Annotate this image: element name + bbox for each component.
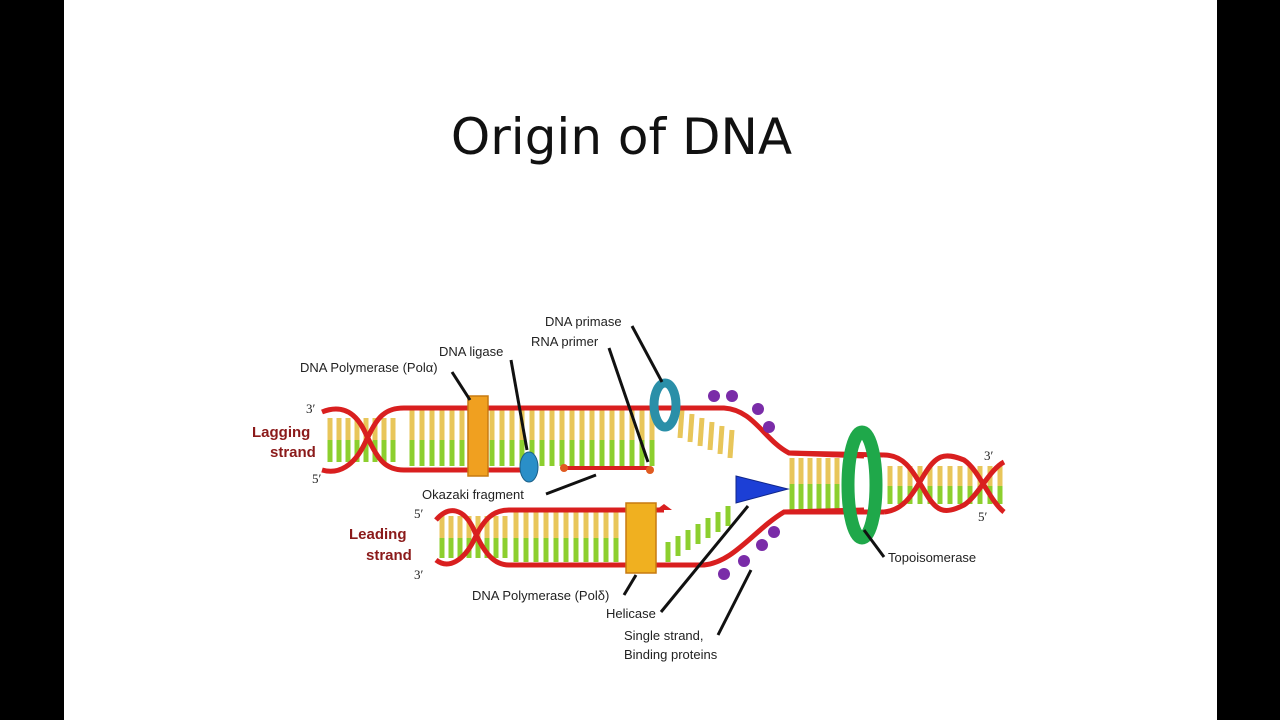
ssb-protein xyxy=(768,526,780,538)
dna-primase-ring xyxy=(649,378,681,432)
leader-helicase xyxy=(659,505,750,613)
helicase-wedge xyxy=(735,475,790,504)
dna-polymerase-delta-block xyxy=(625,502,657,574)
label-rna-primer: RNA primer xyxy=(531,334,599,349)
label-dna-primase: DNA primase xyxy=(545,314,622,329)
dna-replication-diagram: Lagging strand Leading strand 3′ 5′ 5′ 3… xyxy=(252,314,1006,662)
end-label-leading-3prime: 3′ xyxy=(414,567,424,582)
leader-ssb xyxy=(716,569,753,636)
ssb-protein xyxy=(738,555,750,567)
leading-helix-backbone-b xyxy=(434,507,510,567)
leading-strand-label-2: strand xyxy=(366,547,412,564)
leader-dna-polymerase-alpha xyxy=(450,371,472,401)
base-pair xyxy=(707,421,715,451)
label-ssb-1: Single strand, xyxy=(624,628,704,643)
ssb-protein xyxy=(756,539,768,551)
base-pair xyxy=(677,409,685,439)
base-pair xyxy=(697,417,705,447)
rna-primer-marker-1 xyxy=(560,464,568,472)
lagging-parent-backbone xyxy=(404,405,865,459)
label-dna-polymerase-alpha: DNA Polymerase (Polα) xyxy=(300,360,438,375)
leading-parent-backbone xyxy=(509,507,865,568)
leader-dna-polymerase-delta xyxy=(622,574,638,596)
end-label-leading-5prime: 5′ xyxy=(414,506,424,521)
base-pair xyxy=(687,413,695,443)
base-pair xyxy=(717,425,725,455)
dna-polymerase-alpha-block xyxy=(467,395,489,477)
end-label-lagging-3prime: 3′ xyxy=(306,401,316,416)
ssb-protein xyxy=(752,403,764,415)
lagging-helix-backbone-b xyxy=(321,405,405,474)
base-pair xyxy=(727,429,735,459)
label-dna-polymerase-delta: DNA Polymerase (Polδ) xyxy=(472,588,609,603)
leader-okazaki xyxy=(545,473,597,496)
leader-lines xyxy=(450,325,886,636)
right-helix-backbone-b xyxy=(883,453,1006,515)
slide-title: Origin of DNA xyxy=(450,108,793,166)
lagging-strand-label-1: Lagging xyxy=(252,424,310,441)
label-helicase: Helicase xyxy=(606,606,656,621)
rna-primer-marker-2 xyxy=(646,466,654,474)
ssb-protein xyxy=(708,390,720,402)
leader-dna-primase xyxy=(630,325,664,383)
ssb-protein xyxy=(763,421,775,433)
end-label-right-3prime: 3′ xyxy=(984,448,994,463)
base-pairs xyxy=(327,409,1003,562)
leading-strand-label-1: Leading xyxy=(349,526,407,543)
label-okazaki-fragment: Okazaki fragment xyxy=(422,487,524,502)
label-dna-ligase: DNA ligase xyxy=(439,344,503,359)
label-topoisomerase: Topoisomerase xyxy=(888,550,976,565)
label-ssb-2: Binding proteins xyxy=(624,647,718,662)
leader-rna-primer xyxy=(607,347,650,463)
ssb-protein xyxy=(718,568,730,580)
topoisomerase-ring xyxy=(841,425,883,545)
leading-helix-backbone-a xyxy=(434,508,510,568)
slide: Origin of DNA xyxy=(64,0,1217,720)
dna-ligase-blob xyxy=(519,451,539,483)
end-label-lagging-5prime: 5′ xyxy=(312,471,322,486)
leader-topoisomerase xyxy=(862,529,886,558)
leader-dna-ligase xyxy=(509,359,529,451)
ssb-proteins-bottom xyxy=(718,526,780,580)
lagging-helix-backbone-a xyxy=(321,406,405,473)
lagging-strand-label-2: strand xyxy=(270,444,316,461)
ssb-protein xyxy=(726,390,738,402)
end-label-right-5prime: 5′ xyxy=(978,509,988,524)
ssb-proteins-top xyxy=(708,390,775,433)
leading-growth-arrow xyxy=(656,504,672,510)
